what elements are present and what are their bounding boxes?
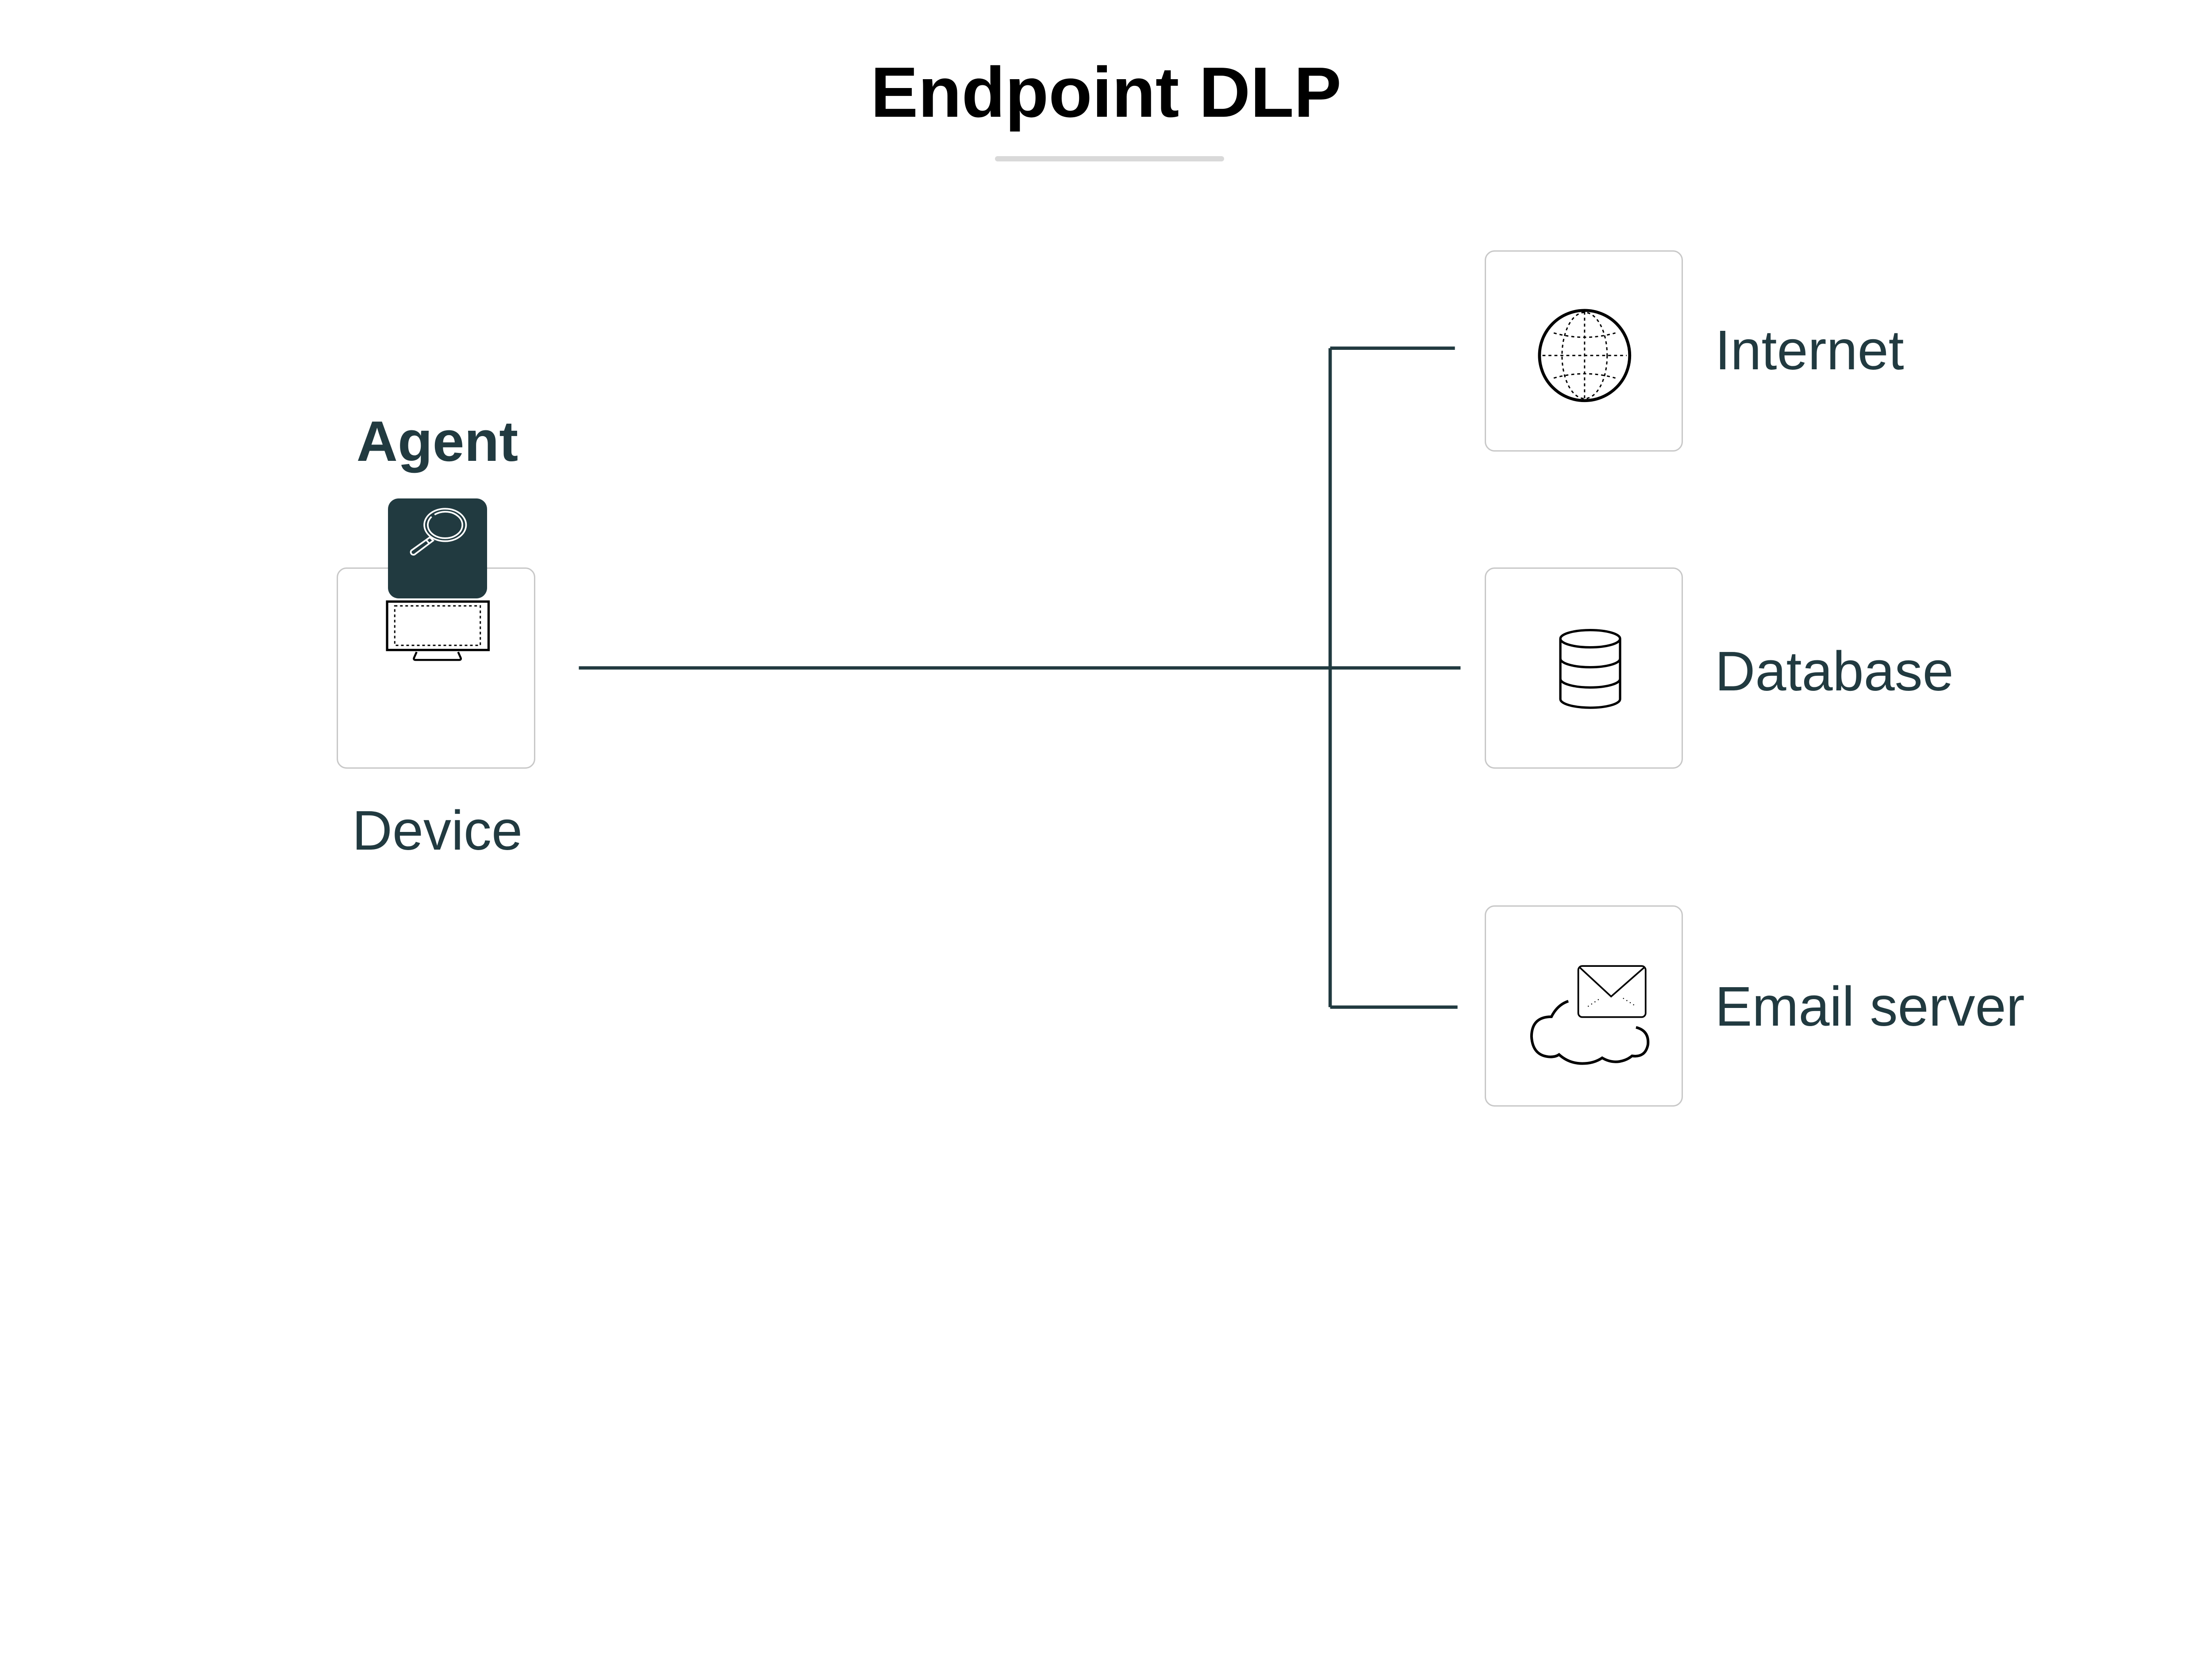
database-icon — [1559, 628, 1621, 709]
magnifier-icon — [410, 508, 467, 556]
device-label: Device — [352, 799, 523, 862]
agent-label: Agent — [356, 409, 518, 473]
database-label: Database — [1715, 640, 1954, 702]
title-underline — [995, 156, 1224, 161]
internet-box — [1484, 250, 1683, 452]
diagram-title: Endpoint DLP — [870, 52, 1342, 132]
internet-label: Internet — [1715, 319, 1904, 381]
diagram-graphics — [386, 309, 1650, 1065]
diagram: Endpoint DLP Agent Device Internet Datab… — [337, 52, 2025, 1107]
email-server-label: Email server — [1715, 975, 2025, 1038]
monitor-icon — [386, 600, 490, 661]
email-server-box — [1484, 905, 1683, 1107]
globe-icon — [1538, 309, 1632, 402]
cloud-email-icon — [1530, 965, 1650, 1065]
connectors — [579, 346, 1461, 1009]
agent-badge — [388, 498, 487, 598]
